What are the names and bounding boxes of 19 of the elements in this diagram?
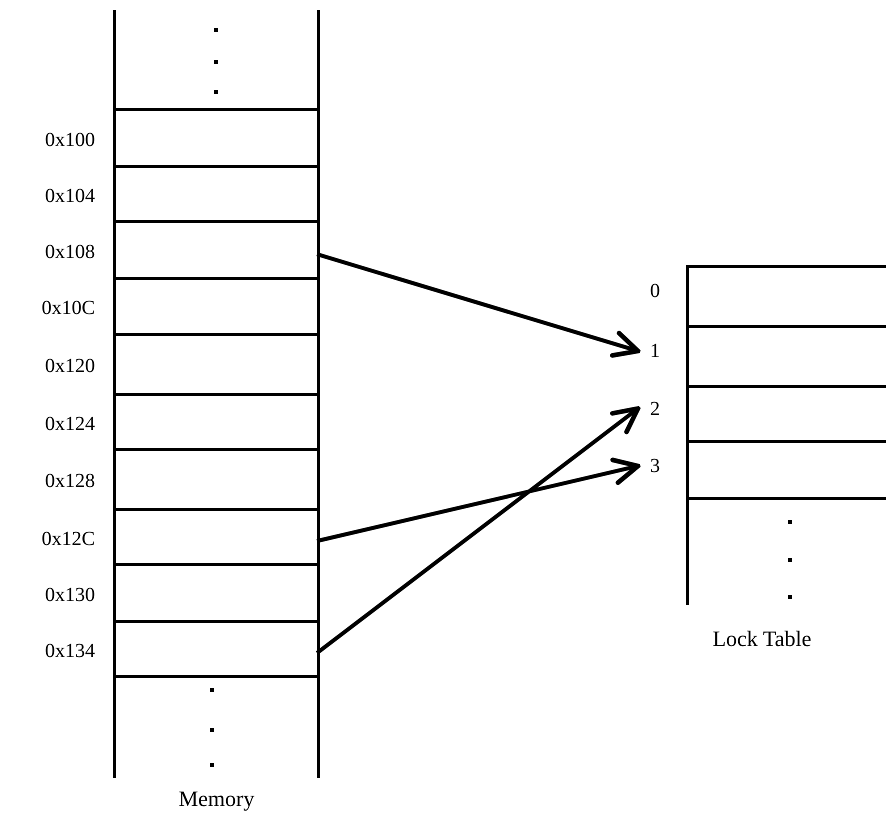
column-title: Lock Table (712, 628, 812, 650)
address-label: 0x130 (45, 584, 95, 604)
address-label: 0x104 (45, 186, 95, 206)
index-label: 0 (650, 281, 660, 301)
address-label: 0x108 (45, 242, 95, 262)
address-label: 0x12C (42, 528, 95, 548)
arrow (316, 406, 640, 655)
address-label: 0x124 (45, 414, 95, 434)
index-label: 2 (650, 398, 660, 418)
address-label: 0x120 (45, 356, 95, 376)
address-label: 0x10C (42, 298, 95, 318)
address-label: 0x100 (45, 130, 95, 150)
column-title: Memory (178, 788, 254, 810)
index-label: 1 (650, 341, 660, 361)
index-label: 3 (650, 456, 660, 476)
address-label: 0x128 (45, 471, 95, 491)
arrow (316, 252, 640, 358)
address-label: 0x134 (45, 640, 95, 660)
arrow (316, 458, 640, 543)
